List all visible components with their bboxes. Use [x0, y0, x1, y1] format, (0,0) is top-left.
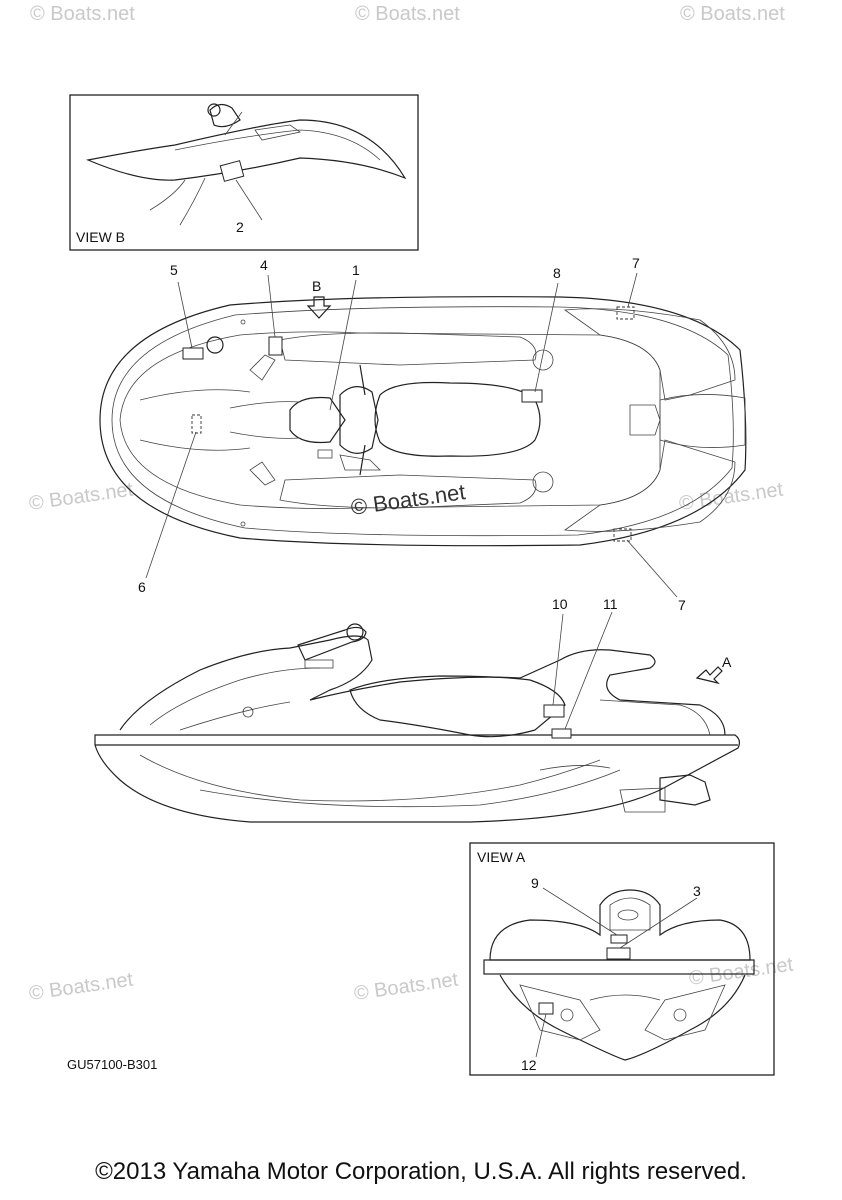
- diagram-code: GU57100-B301: [67, 1057, 157, 1072]
- callout-5: 5: [170, 262, 178, 278]
- watermark: © Boats.net: [688, 954, 795, 990]
- watermark: © Boats.net: [353, 969, 460, 1005]
- callout-3: 3: [693, 883, 701, 899]
- top-view: B 5 4 1 8 7 6 7 © Boats.net: [99, 255, 747, 613]
- watermark: © Boats.net: [30, 3, 135, 25]
- view-a-inset: VIEW A 9 3 12: [469, 842, 775, 1076]
- callout-6: 6: [138, 579, 146, 595]
- callout-1: 1: [352, 262, 360, 278]
- callout-11: 11: [603, 596, 618, 612]
- watermark: © Boats.net: [680, 3, 785, 25]
- view-a-label: VIEW A: [477, 849, 526, 865]
- callout-9: 9: [531, 875, 539, 891]
- arrow-a-label: A: [722, 654, 732, 670]
- callout-12: 12: [521, 1057, 537, 1073]
- callout-8: 8: [553, 265, 561, 281]
- callout-10: 10: [552, 596, 568, 612]
- callout-4: 4: [260, 257, 268, 273]
- callout-7-bottom: 7: [678, 597, 686, 613]
- watermark: © Boats.net: [355, 3, 460, 25]
- watermark: © Boats.net: [28, 479, 135, 515]
- side-view: A 10 11: [94, 596, 741, 823]
- view-b-inset: VIEW B 2: [69, 94, 419, 251]
- arrow-b-label: B: [312, 278, 321, 294]
- watermark: © Boats.net: [28, 969, 135, 1005]
- view-b-label: VIEW B: [76, 229, 125, 245]
- center-watermark: © Boats.net: [349, 479, 467, 520]
- copyright-notice: ©2013 Yamaha Motor Corporation, U.S.A. A…: [95, 1158, 747, 1185]
- callout-7-top: 7: [632, 255, 640, 271]
- callout-2: 2: [236, 219, 244, 235]
